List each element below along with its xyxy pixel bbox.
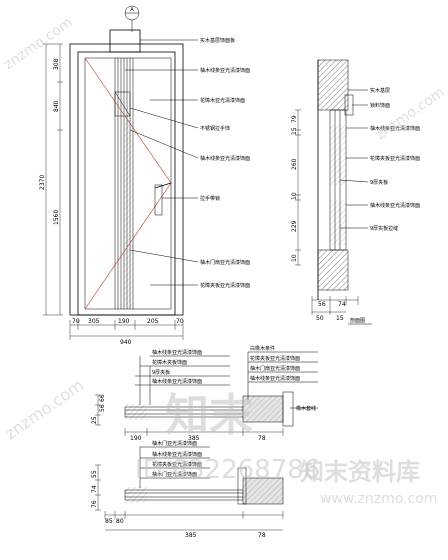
front-label-4: 柚木线条亚光清漆饰面 xyxy=(200,155,250,162)
wall-hatch-top xyxy=(318,60,348,110)
plan-a-label-0: 柚木线条亚光清漆饰面 xyxy=(152,349,202,356)
plan-b-label-0: 柚木门亚光清漆饰面 xyxy=(152,440,197,447)
side-dim-h-2: 50 xyxy=(316,315,324,322)
front-label-5: 拉手带锁 xyxy=(200,195,220,202)
side-dim-h-0: 56 xyxy=(318,301,326,308)
front-elevation: A 308 840 2370 15 xyxy=(39,5,250,346)
door-frame-inner xyxy=(77,51,176,316)
plan-detail-a: 柚木线条亚光清漆饰面 花樟木夹板饰面 9厚夹板 柚木线条亚光清漆饰面 白橡木条件… xyxy=(91,345,318,442)
side-section: 79 15 260 10 229 10 56 74 50 15 剖面图 实木基层… xyxy=(291,59,420,325)
front-dim-h-0: 70 xyxy=(72,318,80,325)
plan-detail-b: 柚木门亚光清漆饰面 柚木线条亚光清漆饰面 花樟夹板亚光清漆饰面 柚木门亚光清漆饰… xyxy=(91,440,284,539)
watermark-diag-1: znzmo.com xyxy=(1,14,76,73)
side-dim-v-3: 10 xyxy=(291,192,298,200)
front-dim-v-3: 1560 xyxy=(53,210,60,225)
plan-a-label-6: 柚木门扇亚光清漆饰面 xyxy=(250,365,300,372)
plan-a-dim-b-1: 385 xyxy=(188,435,200,442)
side-dim-h-3: 15 xyxy=(336,315,344,322)
plan-b-label-1: 柚木线条亚光清漆饰面 xyxy=(152,451,202,458)
plan-a-dim-b-2: 78 xyxy=(258,435,266,442)
side-label-4: 9厚夹板 xyxy=(370,179,388,186)
plan-b-label-2: 花樟夹板亚光清漆饰面 xyxy=(152,461,202,468)
front-label-3: 不锈钢拉手饰 xyxy=(200,125,230,132)
watermark-site-url: www.znzmo.com xyxy=(320,491,437,507)
plan-a-label-7: 柚木线条亚光清漆饰面 xyxy=(250,375,300,382)
side-label-5: 柚木线条亚光清漆饰面 xyxy=(370,202,420,209)
side-label-3: 花樟夹板亚光清漆饰面 xyxy=(370,155,420,162)
side-section-title: 剖面图 xyxy=(350,317,365,324)
front-dim-total: 940 xyxy=(120,339,132,346)
front-dim-h-4: 70 xyxy=(176,318,184,325)
plan-b-dim-b-2: 385 xyxy=(185,532,197,539)
door-viewer xyxy=(114,91,131,117)
side-dim-v-5: 10 xyxy=(291,254,298,262)
plan-a-label-1: 花樟木夹板饰面 xyxy=(152,359,187,366)
plan-a-label-4: 白橡木条件 xyxy=(250,345,275,352)
door-handle xyxy=(154,184,163,216)
side-dim-v-4: 229 xyxy=(291,220,298,232)
side-dim-v-1: 15 xyxy=(291,127,298,135)
plan-b-dim-l-0: 55 xyxy=(91,470,98,478)
side-label-6: 9厚实板拉缝 xyxy=(370,225,398,232)
plan-a-label-8: 橡木套线 xyxy=(296,405,316,412)
side-dim-v-0: 79 xyxy=(291,115,298,123)
plan-a-label-2: 9厚夹板 xyxy=(152,369,170,376)
plan-b-dim-l-1: 74 xyxy=(91,485,98,493)
header-box xyxy=(109,29,141,53)
watermark-site-cn: 知末资料库 xyxy=(300,458,420,486)
section-marker-top: A xyxy=(130,7,134,13)
watermark-brand: 知末 xyxy=(165,390,253,441)
front-dim-v-2: 2370 xyxy=(39,175,46,190)
plan-a-label-3: 柚木线条亚光清漆饰面 xyxy=(152,378,202,385)
front-dim-h-3: 205 xyxy=(147,318,159,325)
plan-b-dim-b-0: 85 xyxy=(105,518,113,525)
front-dim-v-0: 308 xyxy=(53,58,60,70)
side-dim-h-1: 74 xyxy=(338,301,346,308)
front-label-2: 花樟木亚光清漆饰面 xyxy=(200,97,245,104)
front-dim-v-1: 840 xyxy=(53,100,60,112)
front-dim-h-1: 305 xyxy=(88,318,100,325)
plan-b-dim-b-1: 80 xyxy=(116,518,124,525)
front-label-1: 柚木线条亚光清漆饰面 xyxy=(200,67,250,74)
plan-b-label-3: 柚木门亚光清漆饰面 xyxy=(152,471,197,478)
wall-hatch-bottom xyxy=(318,250,348,290)
plan-a-label-5: 花樟夹板亚光清漆饰面 xyxy=(250,355,300,362)
plan-b-dim-l-2: 76 xyxy=(91,500,98,508)
front-label-7: 花樟夹板亚光清漆饰面 xyxy=(200,282,250,289)
plan-a-dim-l-1: 56 xyxy=(99,404,106,412)
side-label-1: 锁料饰面 xyxy=(370,102,390,109)
plan-a-dim-l-2: 66 xyxy=(99,394,106,402)
watermark-diag-2: znzmo.com xyxy=(1,375,87,443)
front-dim-h-2: 190 xyxy=(118,318,130,325)
front-label-0: 实木基层饰面板 xyxy=(200,37,235,44)
plan-b-dim-b-3: 78 xyxy=(258,532,266,539)
watermark-id: ID:832268786 xyxy=(135,455,320,485)
side-dim-v-2: 260 xyxy=(291,158,298,170)
plan-a-dim-l-0: 25 xyxy=(91,416,98,424)
side-label-2: 柚木线条亚光清漆饰面 xyxy=(370,125,420,132)
side-label-0: 实木基层 xyxy=(370,87,390,94)
front-label-6: 柚木门扇亚光清漆饰面 xyxy=(200,259,250,266)
plan-a-dim-b-0: 190 xyxy=(130,435,142,442)
